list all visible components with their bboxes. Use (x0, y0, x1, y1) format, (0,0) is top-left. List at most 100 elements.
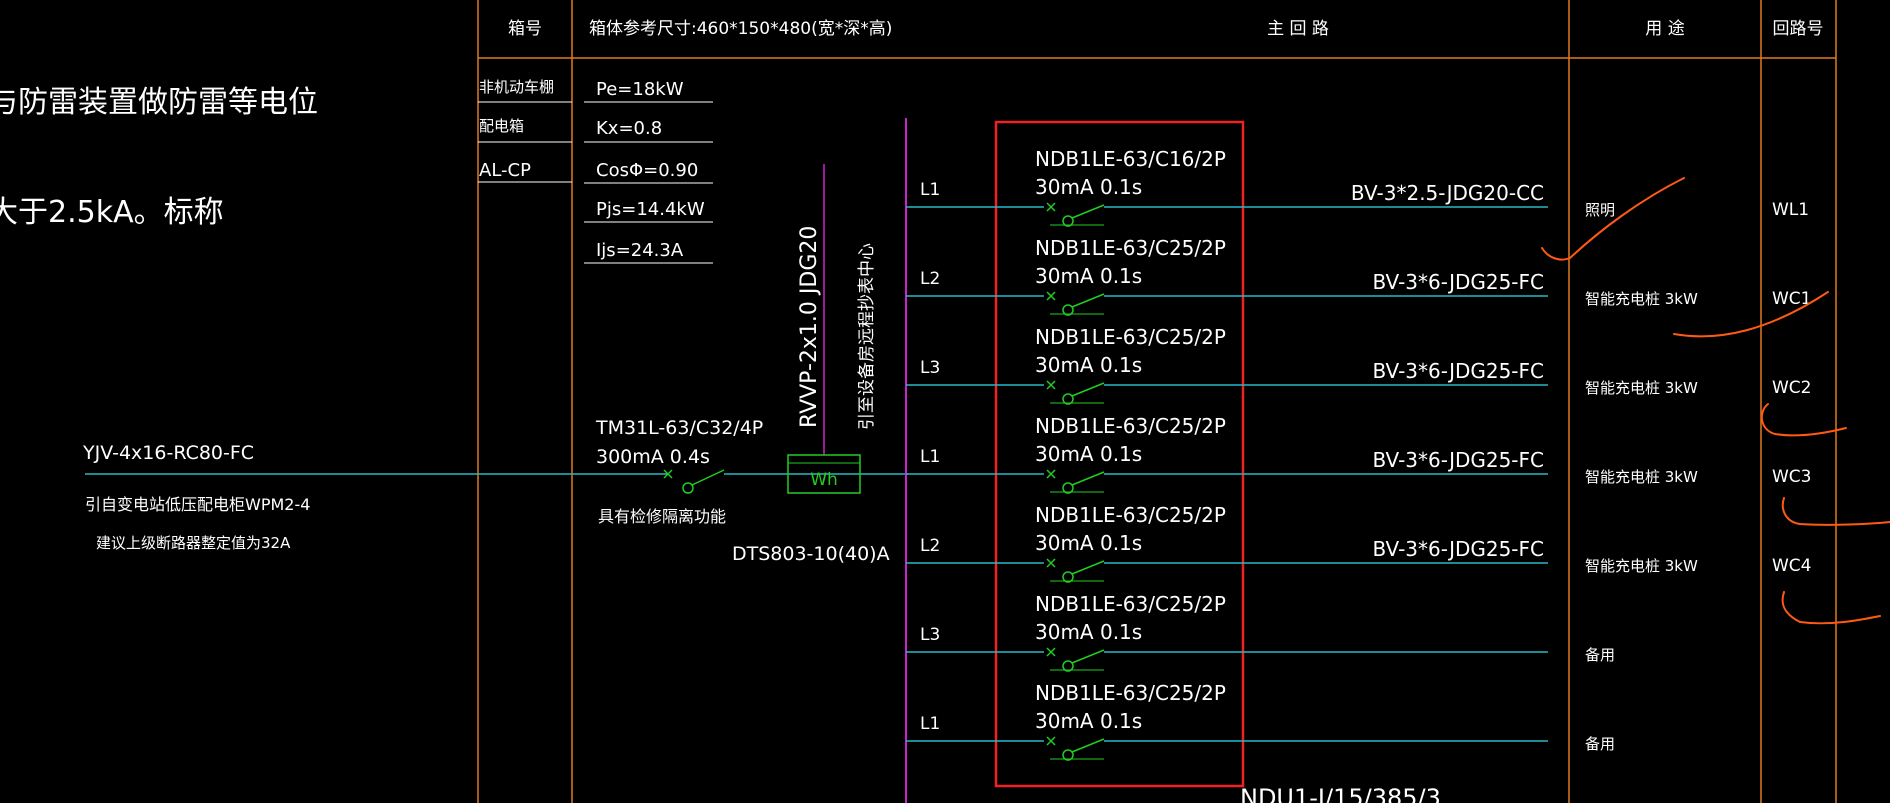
circuit-number: WC2 (1772, 378, 1812, 398)
circuit-breaker-model: NDB1LE-63/C16/2P (1035, 147, 1226, 171)
main-breaker: TM31L-63/C32/4P 300mA 0.4s 具有检修隔离功能 (595, 417, 908, 526)
circuit-row: L1 NDB1LE-63/C16/2P 30mA 0.1s BV-3*2.5-JDG2… (906, 147, 1809, 227)
circuit-phase: L3 (920, 625, 940, 645)
annotation-mark-4 (1781, 497, 1890, 526)
left-note-1: 与防雷装置做防雷等电位 (0, 85, 318, 120)
circuit-cable: BV-3*6-JDG25-FC (1372, 270, 1544, 294)
circuit-number: WC4 (1772, 556, 1812, 576)
main-breaker-rcd: 300mA 0.4s (596, 446, 710, 468)
incoming-cable: YJV-4x16-RC80-FC (82, 442, 254, 464)
circuit-phase: L2 (920, 269, 940, 289)
box-name-line2: 配电箱 (479, 117, 524, 135)
circuit-switch-symbol (1046, 380, 1105, 405)
circuit-switch-symbol (1046, 202, 1105, 227)
circuit-breaker-model: NDB1LE-63/C25/2P (1035, 681, 1226, 705)
box-name-line1: 非机动车棚 (479, 78, 554, 96)
annotation-mark-5 (1781, 591, 1881, 625)
incoming-feeder: YJV-4x16-RC80-FC 引自变电站低压配电柜WPM2-4 建议上级断路… (82, 442, 668, 552)
circuit-row: L2 NDB1LE-63/C25/2P 30mA 0.1s BV-3*6-JDG25-… (906, 503, 1812, 583)
circuit-switch-symbol (1046, 558, 1105, 583)
incoming-advice: 建议上级断路器整定值为32A (96, 534, 291, 552)
main-switch-symbol (663, 469, 725, 494)
circuit-phase: L1 (920, 180, 940, 200)
box-name-line3: AL-CP (479, 160, 531, 181)
circuit-row: L2 NDB1LE-63/C25/2P 30mA 0.1s BV-3*6-JDG25-… (906, 236, 1812, 316)
circuit-row: L1 NDB1LE-63/C25/2P 30mA 0.1s 备用 (906, 681, 1615, 761)
circuit-usage: 智能充电桩 3kW (1585, 557, 1698, 575)
param-pjs: Pjs=14.4kW (596, 199, 705, 220)
param-kx: Kx=0.8 (596, 118, 662, 139)
circuit-rcd: 30mA 0.1s (1035, 620, 1142, 644)
meter-label: Wh (810, 470, 838, 490)
circuit-usage: 智能充电桩 3kW (1585, 290, 1698, 308)
meter-box (787, 454, 861, 494)
circuit-usage: 备用 (1585, 735, 1615, 753)
circuit-number: WC1 (1772, 289, 1812, 309)
param-ijs: Ijs=24.3A (596, 240, 684, 261)
param-list: Pe=18kW Kx=0.8 CosΦ=0.90 Pjs=14.4kW Ijs=… (596, 79, 705, 261)
circuit-breaker-model: NDB1LE-63/C25/2P (1035, 592, 1226, 616)
meter-cable: RVVP-2x1.0 JDG20 (797, 226, 822, 428)
circuit-switch-symbol (1046, 469, 1105, 494)
circuit-phase: L2 (920, 536, 940, 556)
circuit-row: L3 NDB1LE-63/C25/2P 30mA 0.1s BV-3*6-JDG25-… (906, 325, 1812, 405)
circuit-rcd: 30mA 0.1s (1035, 175, 1142, 199)
breaker-highlight-box (994, 120, 1245, 788)
left-note-2: 大于2.5kA。标称 (0, 195, 224, 230)
box-name: 非机动车棚 配电箱 AL-CP (479, 78, 554, 181)
header-circuit-no: 回路号 (1773, 19, 1824, 39)
circuit-switch-symbol (1046, 736, 1105, 761)
annotation-mark-2 (1673, 291, 1829, 338)
header: 箱号 箱体参考尺寸:460*150*480(宽*深*高) 主 回 路 用 途 回… (508, 19, 1824, 39)
annotation-mark-1 (1541, 177, 1685, 261)
circuit-row: L1 NDB1LE-63/C25/2P 30mA 0.1s BV-3*6-JDG25-… (906, 414, 1812, 494)
circuit-breaker-model: NDB1LE-63/C25/2P (1035, 503, 1226, 527)
circuit-usage: 智能充电桩 3kW (1585, 468, 1698, 486)
param-underlines (584, 101, 713, 264)
circuit-cable: BV-3*6-JDG25-FC (1372, 359, 1544, 383)
circuit-rcd: 30mA 0.1s (1035, 442, 1142, 466)
circuit-row: L3 NDB1LE-63/C25/2P 30mA 0.1s 备用 (906, 592, 1615, 672)
left-notes: 与防雷装置做防雷等电位 大于2.5kA。标称 (0, 85, 318, 230)
circuit-switch-symbol (1046, 291, 1105, 316)
circuit-rcd: 30mA 0.1s (1035, 264, 1142, 288)
header-box-size: 箱体参考尺寸:460*150*480(宽*深*高) (589, 19, 892, 39)
circuit-cable: BV-3*2.5-JDG20-CC (1351, 181, 1544, 205)
box-name-underlines (478, 101, 572, 183)
table-grid (477, 0, 1837, 803)
circuit-usage: 备用 (1585, 646, 1615, 664)
circuit-rcd: 30mA 0.1s (1035, 353, 1142, 377)
header-usage: 用 途 (1645, 19, 1684, 39)
incoming-source: 引自变电站低压配电柜WPM2-4 (85, 495, 310, 514)
circuit-breaker-model: NDB1LE-63/C25/2P (1035, 414, 1226, 438)
circuit-cable: BV-3*6-JDG25-FC (1372, 448, 1544, 472)
circuit-switch-symbol (1046, 647, 1105, 672)
param-pe: Pe=18kW (596, 79, 684, 100)
circuit-phase: L1 (920, 447, 940, 467)
circuit-breaker-model: NDB1LE-63/C25/2P (1035, 236, 1226, 260)
hand-annotations (1541, 177, 1890, 625)
circuit-usage: 智能充电桩 3kW (1585, 379, 1698, 397)
circuit-breaker-model: NDB1LE-63/C25/2P (1035, 325, 1226, 349)
header-main-circuit: 主 回 路 (1267, 19, 1329, 39)
meter-model: DTS803-10(40)A (732, 543, 890, 565)
energy-meter: Wh DTS803-10(40)A RVVP-2x1.0 JDG20 引至设备房… (732, 164, 890, 565)
circuit-rcd: 30mA 0.1s (1035, 709, 1142, 733)
circuit-cable: BV-3*6-JDG25-FC (1372, 537, 1544, 561)
outgoing-circuits: L1 NDB1LE-63/C16/2P 30mA 0.1s BV-3*2.5-JDG2… (906, 147, 1812, 761)
circuit-phase: L3 (920, 358, 940, 378)
circuit-usage: 照明 (1585, 201, 1615, 219)
meter-note: 引至设备房远程抄表中心 (857, 243, 877, 430)
header-box-no: 箱号 (508, 19, 542, 39)
circuit-phase: L1 (920, 714, 940, 734)
bottom-label: NDU1-I/15/385/3 (1240, 784, 1441, 803)
circuit-number: WL1 (1772, 200, 1809, 220)
main-breaker-model: TM31L-63/C32/4P (595, 417, 763, 439)
main-breaker-note: 具有检修隔离功能 (598, 507, 726, 526)
annotation-mark-3 (1760, 403, 1847, 437)
param-cos: CosΦ=0.90 (596, 160, 698, 181)
circuit-rcd: 30mA 0.1s (1035, 531, 1142, 555)
circuit-number: WC3 (1772, 467, 1812, 487)
